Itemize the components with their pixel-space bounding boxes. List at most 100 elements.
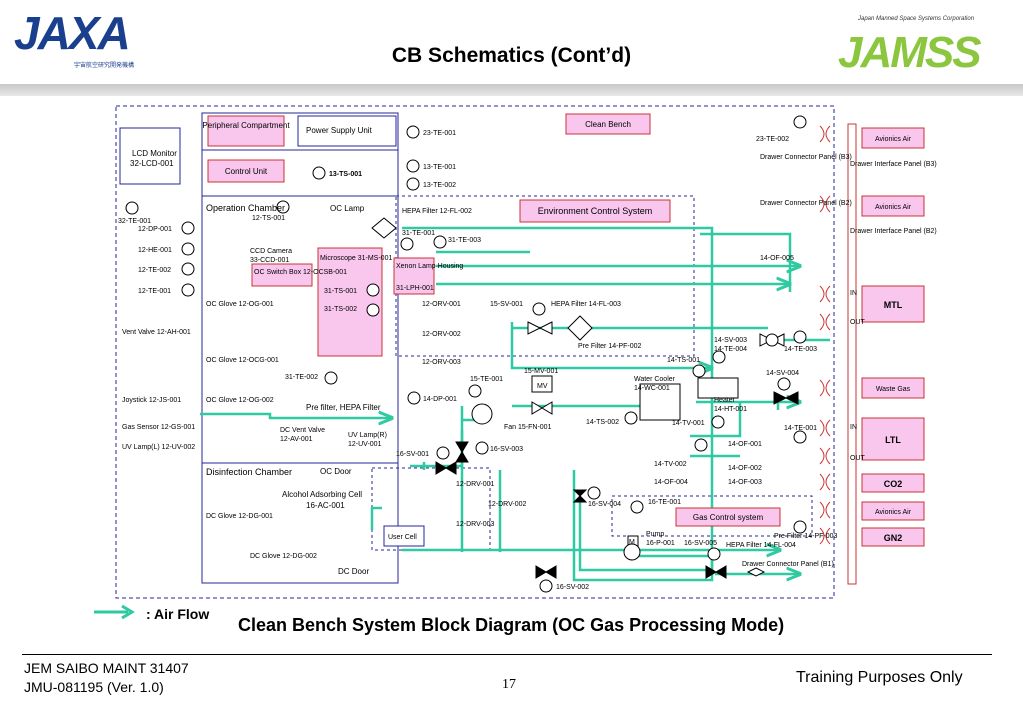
of-14-001: 14-OF-001 xyxy=(728,441,762,448)
page-number: 17 xyxy=(502,677,516,692)
oc-lamp-label: OC Lamp xyxy=(330,204,365,213)
sv-14-003: 14-SV-003 xyxy=(714,337,747,344)
uv-lamp-r-label: UV Lamp(R) xyxy=(348,432,387,439)
doc-id-line1: JEM SAIBO MAINT 31407 xyxy=(24,660,189,676)
of-14-003: 14-OF-003 xyxy=(728,479,762,486)
heater-label: Heater xyxy=(714,397,736,404)
mtl-in-label: IN xyxy=(850,290,857,297)
te-12-001: 12-TE-001 xyxy=(138,288,171,295)
tv-14-002: 14-TV-002 xyxy=(654,461,687,468)
te-31-003: 31-TE-003 xyxy=(448,237,481,244)
disinfection-chamber-label: Disinfection Chamber xyxy=(206,467,292,477)
jamss-tagline: Japan Manned Space Systems Corporation xyxy=(858,16,975,22)
pre-filter-14-pf-003: Pre Filter 14-PF-003 xyxy=(774,533,838,540)
oc-glove-2: OC Glove 12-OCG-001 xyxy=(206,357,279,364)
orv-3: 12-ORV-003 xyxy=(422,359,461,366)
drawer-conn-b2: Drawer Connector Panel (B2) xyxy=(760,200,852,207)
page-title: CB Schematics (Cont’d) xyxy=(391,44,632,67)
dp-14-001: 14-DP-001 xyxy=(423,396,457,403)
jamss-logo: Japan Manned Space Systems Corporation J… xyxy=(838,16,1008,77)
header-divider xyxy=(0,84,1023,96)
clean-bench-label: Clean Bench xyxy=(585,120,631,129)
of-14-002: 14-OF-002 xyxy=(728,465,762,472)
ccd-label: CCD Camera xyxy=(250,248,292,255)
jaxa-logo-text: JAXA xyxy=(14,7,131,59)
ts-13-001: 13-TS-001 xyxy=(329,171,362,178)
oc-door-label: OC Door xyxy=(320,467,352,476)
drv-3: 12-DRV-003 xyxy=(456,521,495,528)
training-notice: Training Purposes Only xyxy=(796,669,963,686)
gn2-label: GN2 xyxy=(884,533,903,543)
peripheral-label: Peripheral Compartment xyxy=(202,121,290,130)
microscope-label: Microscope 31-MS-001 xyxy=(320,255,392,262)
dc-vent-label: DC Vent Valve xyxy=(280,427,325,434)
drawer-panels xyxy=(819,123,857,585)
right-panel-boxes xyxy=(861,127,925,547)
dc-glove-1: DC Glove 12-DG-001 xyxy=(206,513,273,520)
avionics-air-3: Avionics Air xyxy=(875,509,912,516)
operation-chamber-label: Operation Chamber xyxy=(206,203,285,213)
sv-14-004: 14-SV-004 xyxy=(766,370,799,377)
sv-16-004: 16-SV-004 xyxy=(588,501,621,508)
te-16-001: 16-TE-001 xyxy=(648,499,681,506)
pre-filter-14-pf-002: Pre Filter 14-PF-002 xyxy=(578,343,642,350)
te-23-001: 23-TE-001 xyxy=(423,130,456,137)
pump-id: 16-P-001 xyxy=(646,540,675,547)
pump-label: Pump xyxy=(646,531,664,538)
dc-door-label: DC Door xyxy=(338,567,369,576)
gas-control-label: Gas Control system xyxy=(693,513,764,522)
user-cell-label: User Cell xyxy=(388,534,417,541)
pre-filter-hepa-label: Pre filter, HEPA Filter xyxy=(306,403,381,412)
sv-15-001: 15-SV-001 xyxy=(490,301,523,308)
air-flow-lines xyxy=(200,226,830,580)
dp-12-001: 12-DP-001 xyxy=(138,226,172,233)
te-14-001: 14-TE-001 xyxy=(784,425,817,432)
hepa-12-fl-002: HEPA Filter 12-FL-002 xyxy=(402,208,472,215)
oc-switch-box-label: OC Switch Box 12-OCSB-001 xyxy=(254,269,347,276)
orv-2: 12-ORV-002 xyxy=(422,331,461,338)
valve-glyphs xyxy=(371,217,799,579)
pump-m-label: M xyxy=(629,539,635,546)
alcohol-id-label: 16-AC-001 xyxy=(306,501,345,510)
uv-lamp-l: UV Lamp(L) 12-UV-002 xyxy=(122,444,195,451)
te-14-004: 14-TE-004 xyxy=(714,346,747,353)
env-control-label: Environment Control System xyxy=(538,206,653,216)
drawer-if-b2: Drawer Interface Panel (B2) xyxy=(850,228,937,235)
clean-bench-frame xyxy=(115,105,835,599)
avionics-air-2: Avionics Air xyxy=(875,204,912,211)
alcohol-label: Alcohol Adsorbing Cell xyxy=(282,490,362,499)
jaxa-logo-subtitle: 宇宙航空研究開発機構 xyxy=(74,63,135,69)
drawer-conn-b1: Drawer Connector Panel (B1) xyxy=(742,561,834,568)
lcd-monitor-box xyxy=(119,127,181,185)
power-supply-label: Power Supply Unit xyxy=(306,126,373,135)
drawer-if-b3: Drawer Interface Panel (B3) xyxy=(850,161,937,168)
lcd-monitor-label: LCD Monitor xyxy=(132,149,177,158)
water-cooler-label: Water Cooler xyxy=(634,376,676,383)
ts-14-001: 14-TS-001 xyxy=(667,357,700,364)
joystick: Joystick 12-JS-001 xyxy=(122,397,181,404)
avionics-air-1: Avionics Air xyxy=(875,136,912,143)
hepa-14-fl-004: HEPA Filter 14-FL-004 xyxy=(726,542,796,549)
co2-label: CO2 xyxy=(884,479,903,489)
mv-label: MV xyxy=(537,383,548,390)
te-23-002: 23-TE-002 xyxy=(756,136,789,143)
oc-glove-1: OC Glove 12-OG-001 xyxy=(206,301,274,308)
te-13-002: 13-TE-002 xyxy=(423,182,456,189)
te-31-001: 31-TE-001 xyxy=(402,230,435,237)
fan-label: Fan 15-FN-001 xyxy=(504,424,552,431)
ccd-id-label: 33-CCD-001 xyxy=(250,257,289,264)
operation-chamber-outline xyxy=(201,112,399,584)
doc-id-line2: JMU-081195 (Ver. 1.0) xyxy=(24,679,164,695)
te-15-001: 15-TE-001 xyxy=(470,376,503,383)
dc-glove-2: DC Glove 12-DG-002 xyxy=(250,553,317,560)
component-boxes xyxy=(207,113,781,527)
uv-lamp-r-id: 12-UV-001 xyxy=(348,441,382,448)
ts-12-001: 12-TS-001 xyxy=(252,215,285,222)
orv-1: 12-ORV-001 xyxy=(422,301,461,308)
sv-16-002: 16-SV-002 xyxy=(556,584,589,591)
te-32-001: 32-TE-001 xyxy=(118,218,151,225)
jaxa-logo: JAXA 宇宙航空研究開発機構 xyxy=(14,6,192,78)
control-unit-label: Control Unit xyxy=(225,167,268,176)
ts-31-002: 31-TS-002 xyxy=(324,306,357,313)
